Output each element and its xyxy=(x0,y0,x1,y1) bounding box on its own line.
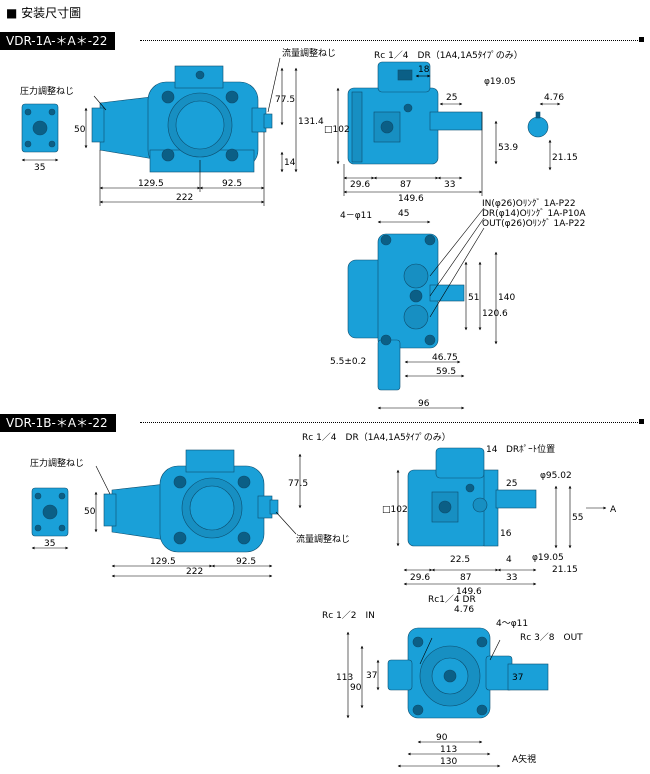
pump-front-view-2 xyxy=(103,449,279,553)
section-1-model: VDR-1A-＊A＊-22 xyxy=(0,32,116,50)
dim-label: 131.4 xyxy=(298,117,324,127)
arrow-a-label: A xyxy=(610,505,617,515)
dim-label: 222 xyxy=(186,567,203,577)
dim-label: 77.5 xyxy=(275,95,295,105)
dim-label: 130 xyxy=(440,757,457,767)
rc-note-2: Rc 1／4 DR（1A4,1A5ﾀｲﾌﾟのみ） xyxy=(302,432,451,443)
dim-label: φ95.02 xyxy=(540,471,572,481)
dim-label: 5.5±0.2 xyxy=(330,357,366,367)
dim-label: 92.5 xyxy=(236,557,256,567)
dim-label: 18 xyxy=(418,65,430,75)
dotted-rule xyxy=(140,422,638,423)
pump-side-view-2 xyxy=(407,447,537,547)
dim-label: 4.76 xyxy=(544,93,564,103)
dim-label: 4 xyxy=(506,555,512,565)
pump-a-view-2 xyxy=(387,627,549,719)
dim-label: 90 xyxy=(436,733,448,743)
view-a-label: A矢視 xyxy=(512,753,536,765)
flange-side-view-2 xyxy=(31,487,69,537)
dim-label: 55 xyxy=(572,513,583,523)
dim-label: 25 xyxy=(506,479,517,489)
holes-label-2: 4～φ11 xyxy=(496,619,528,629)
dim-label: 53.9 xyxy=(498,143,518,153)
dim-label: 59.5 xyxy=(436,367,456,377)
page-title: ■ 安装尺寸圖 xyxy=(6,6,82,20)
shaft-key-view-1 xyxy=(527,111,549,138)
rc-in-label: Rc 1／2 IN xyxy=(322,610,375,621)
dim-label: 51 xyxy=(468,293,479,303)
flow-screw-label-1: 流量調整ねじ xyxy=(282,47,336,59)
dim-label: 46.75 xyxy=(432,353,458,363)
in-oring-label: IN(φ26)Oﾘﾝｸﾞ 1A-P22 xyxy=(482,198,576,209)
rc-note-1: Rc 1／4 DR（1A4,1A5ﾀｲﾌﾟのみ） xyxy=(374,50,523,61)
dim-label: 120.6 xyxy=(482,309,508,319)
dim-label: 90 xyxy=(350,683,362,693)
dim-label: 37 xyxy=(512,673,523,683)
rc-out-label: Rc 3／8 OUT xyxy=(520,632,583,643)
dim-label: 35 xyxy=(44,539,55,549)
flange-side-view-1 xyxy=(21,103,59,153)
pump-side-view-1 xyxy=(347,61,483,165)
out-oring-label: OUT(φ26)Oﾘﾝｸﾞ 1A-P22 xyxy=(482,218,585,229)
dim-label: 113 xyxy=(336,673,353,683)
dim-label: φ19.05 xyxy=(484,77,516,87)
dim-label: 29.6 xyxy=(410,573,430,583)
dim-label: 25 xyxy=(446,93,457,103)
flow-screw-label-2: 流量調整ねじ xyxy=(296,533,350,545)
pump-front-view-1 xyxy=(91,65,273,173)
dim-label: 45 xyxy=(398,209,409,219)
dim-label: 87 xyxy=(400,180,411,190)
dim-label: 33 xyxy=(444,180,455,190)
dim-label: 4.76 xyxy=(454,605,474,615)
pump-rear-view-1 xyxy=(347,233,465,391)
section-2-model: VDR-1B-＊A＊-22 xyxy=(0,414,116,432)
rc-dr-label: Rc1／4 DR xyxy=(428,594,476,605)
dim-label: 37 xyxy=(366,671,377,681)
dr-oring-label: DR(φ14)Oﾘﾝｸﾞ 1A-P10A xyxy=(482,208,586,219)
section-1-header: VDR-1A-＊A＊-22 xyxy=(0,32,650,50)
dim-label: 222 xyxy=(176,193,193,203)
pressure-screw-label-1: 圧力調整ねじ xyxy=(20,85,74,97)
dim-label: 21.15 xyxy=(552,153,578,163)
dim-label: 149.6 xyxy=(398,194,424,204)
holes-label-1: 4－φ11 xyxy=(340,211,372,221)
dim-label: 16 xyxy=(500,529,512,539)
dim-label: 50 xyxy=(74,125,86,135)
dim-label: 149.6 xyxy=(456,587,482,597)
dim-label: 35 xyxy=(34,163,45,173)
dim-label: 140 xyxy=(498,293,515,303)
dim-label: 22.5 xyxy=(450,555,470,565)
dim-label: 129.5 xyxy=(150,557,176,567)
dim-label: 14 xyxy=(284,158,296,168)
dim-label: 33 xyxy=(506,573,517,583)
dim-label: 92.5 xyxy=(222,179,242,189)
dim-label: 77.5 xyxy=(288,479,308,489)
dim-label: φ19.05 xyxy=(532,553,564,563)
dim-label: 87 xyxy=(460,573,471,583)
dim-label: 129.5 xyxy=(138,179,164,189)
dotted-rule xyxy=(140,40,638,41)
square-marker xyxy=(639,37,644,42)
dim-label: 29.6 xyxy=(350,180,370,190)
dim-label: 96 xyxy=(418,399,430,409)
dim-label: 14 xyxy=(486,445,498,455)
dim-label: 21.15 xyxy=(552,565,578,575)
section-2-header: VDR-1B-＊A＊-22 xyxy=(0,414,650,432)
square-marker xyxy=(639,419,644,424)
dim-label: 50 xyxy=(84,507,96,517)
pressure-screw-label-2: 圧力調整ねじ xyxy=(30,457,84,469)
dim-label: □102 xyxy=(382,505,408,515)
dim-label: 113 xyxy=(440,745,457,755)
dim-label: □102 xyxy=(324,125,350,135)
dr-port-label: DRﾎﾟｰﾄ位置 xyxy=(506,443,555,455)
